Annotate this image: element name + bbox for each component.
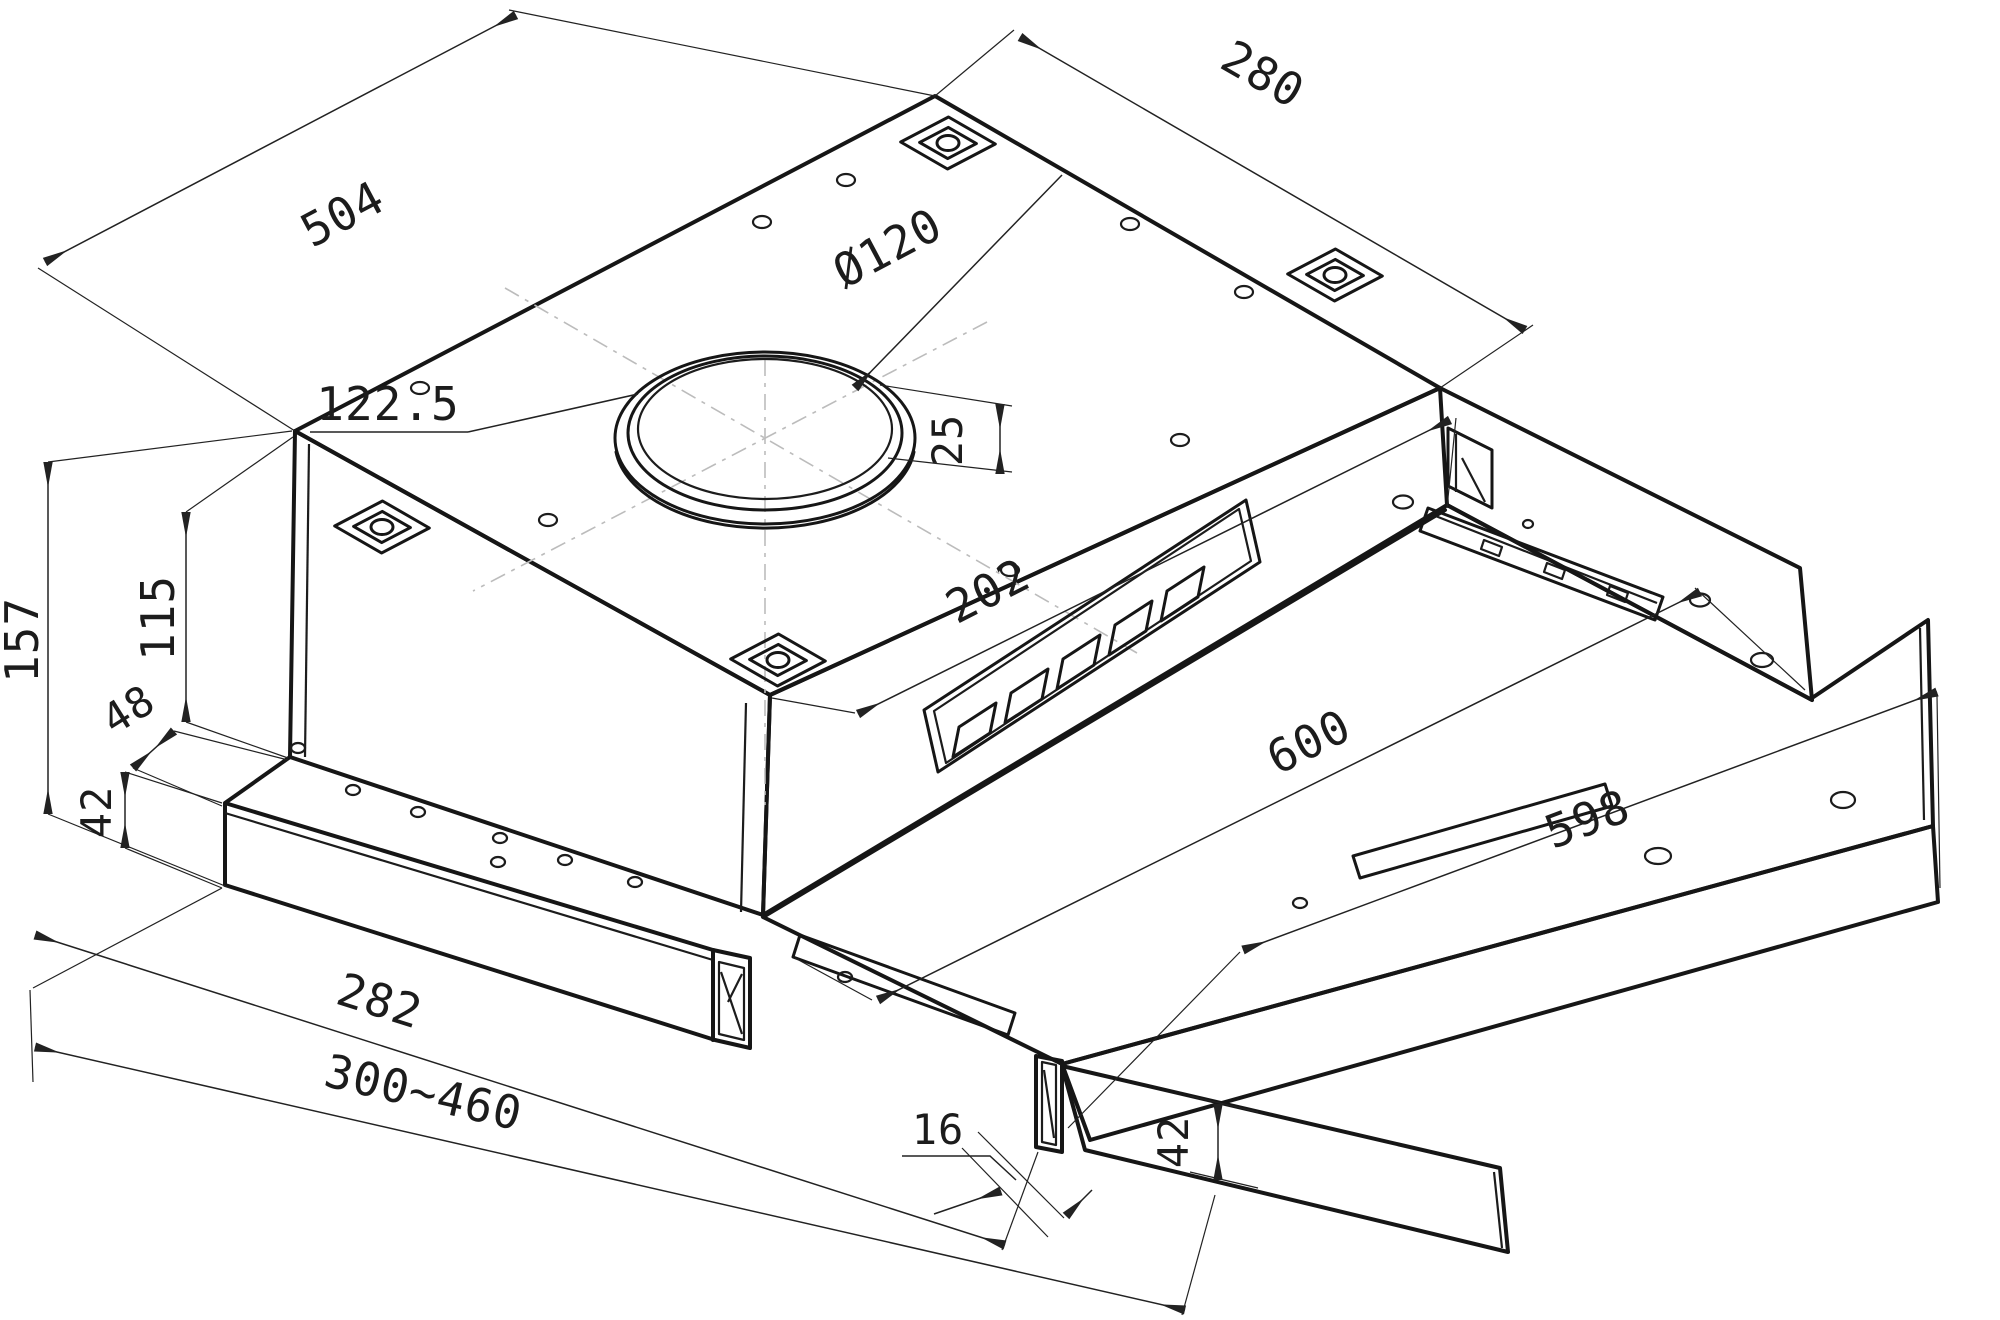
louver-vents [922, 498, 1262, 774]
dim-598: 598 [1067, 687, 1941, 1129]
dim-157: 157 [0, 430, 293, 889]
dim-label-left-drawer-height: 42 [72, 786, 121, 839]
top-face [293, 94, 1442, 697]
dim-label-vent-diameter: Ø120 [824, 197, 951, 299]
dim-label-front-gap: 16 [912, 1105, 965, 1154]
front-right-face [761, 386, 1449, 917]
dim-42-left: 42 [72, 771, 223, 889]
dim-diameter: Ø120 [824, 174, 1063, 392]
dim-label-overall-height: 157 [0, 597, 49, 683]
dim-280: 280 [934, 29, 1534, 389]
drawer-section [223, 741, 752, 1050]
visor-front-face [1060, 824, 1940, 1142]
drawer-strip-holes [289, 741, 644, 889]
dim-label-vent-rear-offset: 25 [923, 414, 972, 467]
dim-600: 600 [794, 587, 1806, 1005]
dim-122-5: 122.5 [310, 377, 639, 433]
dim-label-top-right-edge: 280 [1212, 29, 1314, 119]
dim-label-front-trim-height: 42 [1149, 1116, 1198, 1169]
dim-label-front-step-depth: 48 [93, 675, 164, 744]
chassis-strip [1391, 386, 1814, 702]
dim-504: 504 [37, 9, 936, 432]
dim-label-visor-width: 598 [1538, 779, 1638, 860]
mounting-pads [333, 115, 1384, 688]
dim-label-telescopic-range: 300~460 [320, 1044, 528, 1142]
dim-16: 16 [902, 1105, 1093, 1238]
dim-label-body-width: 600 [1258, 698, 1359, 785]
telescopic-visor-panel [761, 503, 1940, 1142]
dim-48: 48 [93, 675, 289, 807]
front-trim-bar [1034, 1054, 1510, 1254]
dim-label-top-left-edge: 504 [292, 170, 393, 258]
dim-label-top-front-span: 202 [937, 547, 1038, 634]
dim-label-vent-center-offset: 122.5 [316, 377, 459, 431]
vent-collar [472, 287, 1138, 805]
dim-label-body-height: 115 [131, 575, 185, 661]
dim-115: 115 [131, 436, 294, 759]
dim-282: 282 [32, 887, 1039, 1251]
dim-label-drawer-length: 282 [331, 962, 429, 1039]
dim-42-front: 42 [1149, 1095, 1259, 1189]
